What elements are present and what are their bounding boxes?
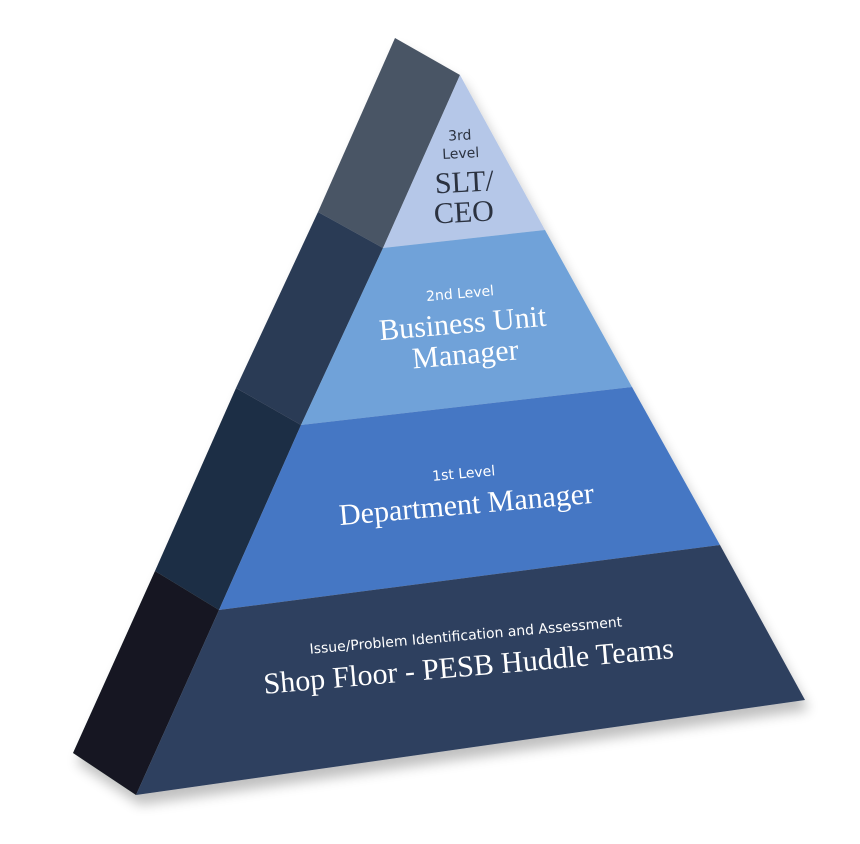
level-1-side [155, 388, 301, 610]
level-3-caption-line-1: 3rd [448, 127, 472, 144]
level-1-block [155, 387, 720, 610]
level-base-side [73, 571, 219, 795]
level-3-side [318, 38, 460, 248]
level-3-text: 3rd Level SLT/ CEO [433, 127, 495, 230]
level-2-block [236, 212, 632, 425]
level-1-front [219, 387, 720, 610]
level-3-caption-line-2: Level [442, 145, 480, 163]
level-2-front [301, 230, 632, 425]
level-base-front [136, 545, 805, 795]
level-1-caption: 1st Level [432, 463, 496, 484]
level-3-front [383, 75, 545, 248]
level-3-title-line-1: SLT/ [434, 164, 495, 200]
level-3-block [318, 38, 545, 248]
level-2-caption: 2nd Level [425, 283, 494, 305]
level-base-block [73, 545, 805, 795]
level-3-title-line-2: CEO [433, 194, 495, 230]
level-2-side [236, 212, 383, 425]
